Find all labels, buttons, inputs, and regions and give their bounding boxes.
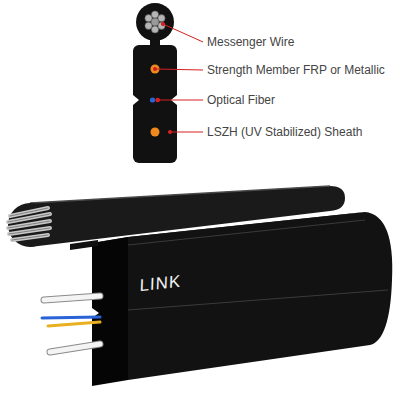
part-label: Optical Fiber bbox=[207, 92, 275, 108]
part-label: Messenger Wire bbox=[207, 34, 294, 50]
part-label: LSZH (UV Stabilized) Sheath bbox=[207, 124, 362, 140]
part-label: Strength Member FRP or Metallic bbox=[207, 62, 385, 78]
cable-3d bbox=[8, 186, 392, 386]
leader-lines bbox=[153, 22, 203, 133]
